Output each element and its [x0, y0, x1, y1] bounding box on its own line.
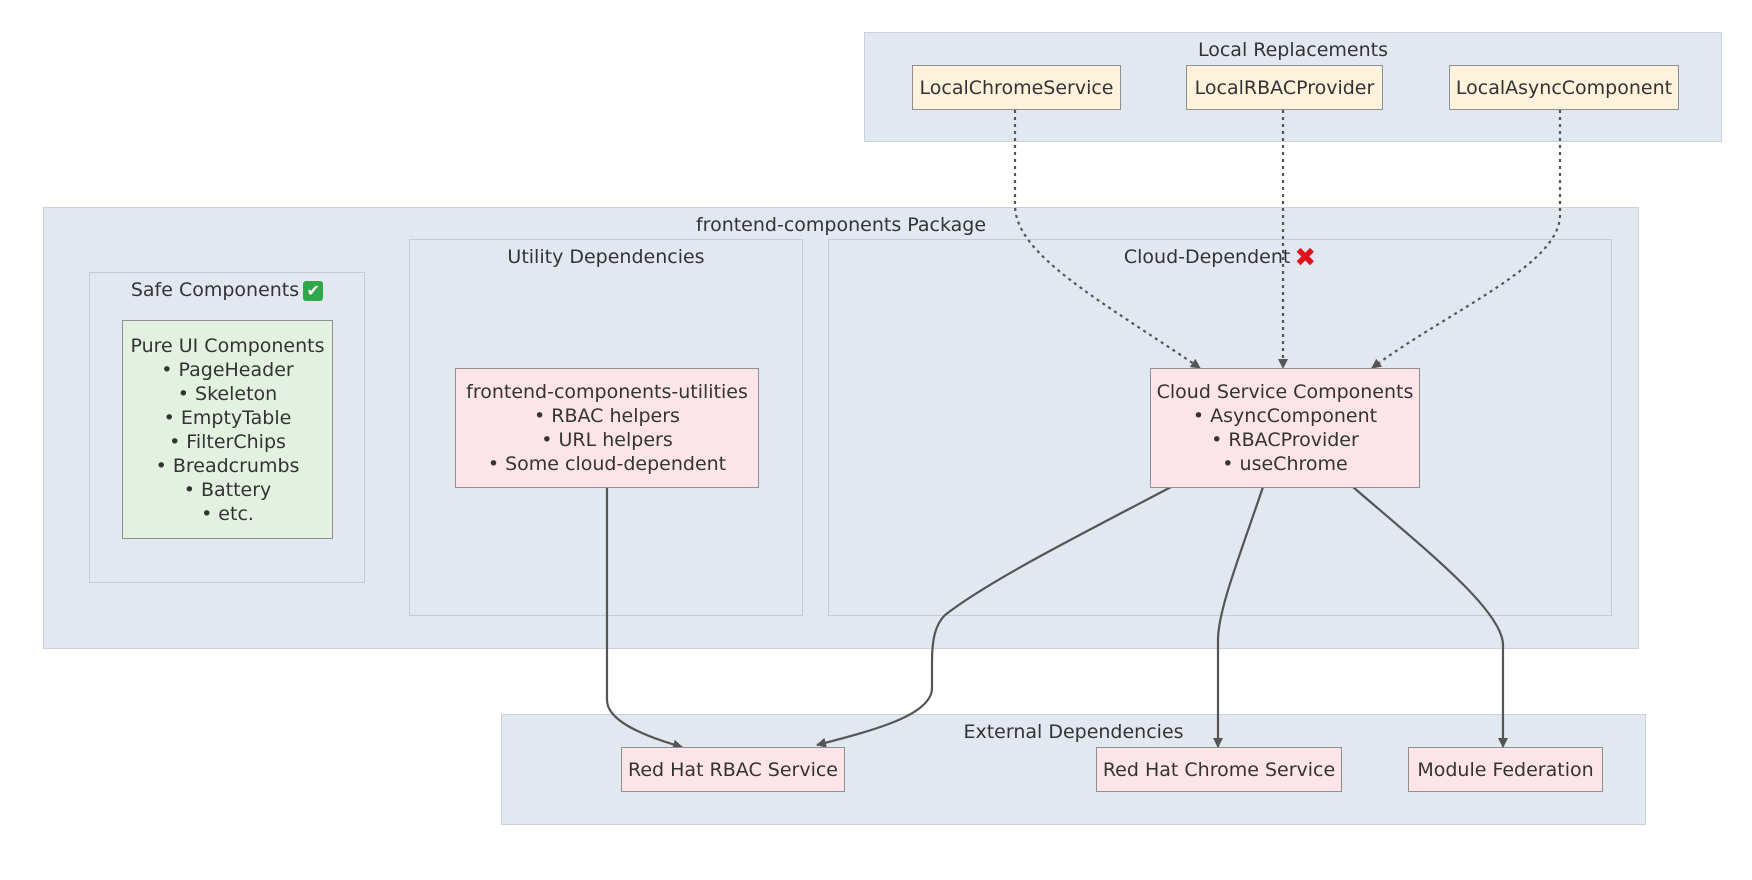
- node-line: • AsyncComponent: [1192, 405, 1378, 427]
- node-label: Module Federation: [1417, 758, 1594, 781]
- node-pure-ui-components: Pure UI Components • PageHeader • Skelet…: [122, 320, 333, 539]
- node-line: • Some cloud-dependent: [487, 453, 727, 475]
- node-line: • PageHeader: [161, 358, 294, 381]
- cluster-title: Safe Components✔: [90, 279, 364, 301]
- node-line: • RBACProvider: [1211, 429, 1359, 451]
- node-cloud-service-components: Cloud Service Components • AsyncComponen…: [1150, 368, 1420, 488]
- safe-components-title: Safe Components: [130, 279, 300, 301]
- node-local-async-component: LocalAsyncComponent: [1449, 65, 1679, 110]
- node-label: LocalChromeService: [919, 76, 1114, 99]
- node-line: • useChrome: [1222, 453, 1348, 475]
- cluster-title: frontend-components Package: [695, 214, 987, 236]
- cluster-title: External Dependencies: [963, 721, 1184, 743]
- node-label: LocalAsyncComponent: [1455, 76, 1673, 99]
- node-line: • EmptyTable: [163, 406, 292, 429]
- node-label: Red Hat Chrome Service: [1102, 758, 1336, 781]
- node-local-rbac-provider: LocalRBACProvider: [1186, 65, 1383, 110]
- node-line: Pure UI Components: [130, 334, 325, 357]
- node-line: • FilterChips: [169, 430, 286, 453]
- cluster-title: Utility Dependencies: [507, 246, 705, 268]
- node-label: LocalRBACProvider: [1194, 76, 1375, 99]
- cluster-title: Local Replacements: [1197, 39, 1389, 61]
- node-frontend-components-utilities: frontend-components-utilities • RBAC hel…: [455, 368, 759, 488]
- node-red-hat-rbac-service: Red Hat RBAC Service: [621, 747, 845, 792]
- node-line: • Skeleton: [177, 382, 278, 405]
- node-line: • Battery: [183, 478, 272, 501]
- node-local-chrome-service: LocalChromeService: [912, 65, 1121, 110]
- node-module-federation: Module Federation: [1408, 747, 1603, 792]
- node-line: frontend-components-utilities: [466, 381, 748, 403]
- node-red-hat-chrome-service: Red Hat Chrome Service: [1096, 747, 1342, 792]
- cluster-title: Cloud-Dependent✖: [829, 242, 1611, 273]
- node-line: • URL helpers: [541, 429, 673, 451]
- node-label: Red Hat RBAC Service: [628, 758, 838, 781]
- node-line: • Breadcrumbs: [155, 454, 300, 477]
- node-line: • RBAC helpers: [534, 405, 680, 427]
- cloud-dependent-title: Cloud-Dependent: [1123, 246, 1291, 268]
- check-mark-icon: ✔: [303, 280, 324, 301]
- cross-mark-icon: ✖: [1294, 242, 1317, 273]
- node-line: Cloud Service Components: [1156, 381, 1414, 403]
- node-line: • etc.: [201, 502, 254, 525]
